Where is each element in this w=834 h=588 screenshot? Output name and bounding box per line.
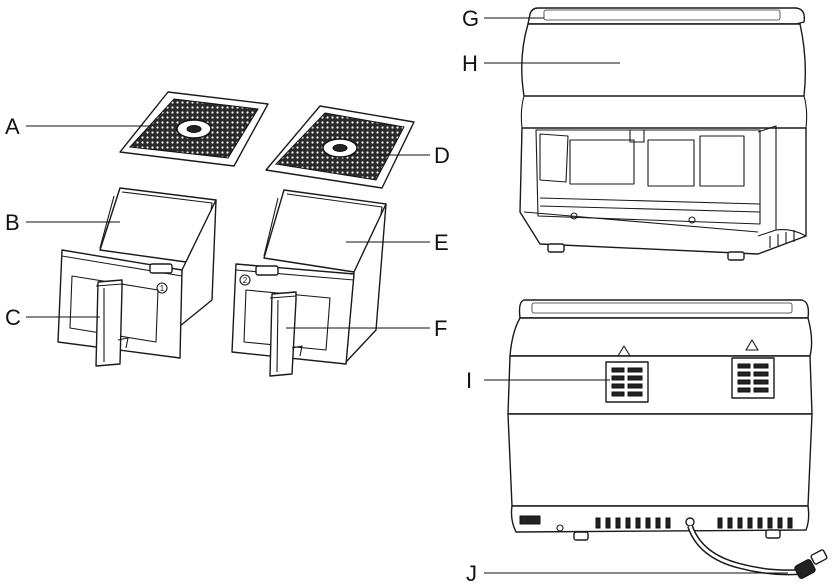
basket-marker-1 bbox=[156, 282, 168, 294]
callout-a: A bbox=[5, 114, 20, 139]
callout-j: J bbox=[466, 561, 477, 586]
air-vent-left bbox=[605, 361, 649, 403]
callout-g: G bbox=[462, 6, 479, 31]
basket-marker-1-label: 1 bbox=[160, 284, 165, 293]
air-fryer-rear-view bbox=[507, 299, 828, 579]
air-vent-right bbox=[731, 357, 775, 399]
air-fryer-front-view bbox=[519, 7, 808, 261]
callout-i: I bbox=[466, 368, 472, 393]
callout-b: B bbox=[5, 210, 20, 235]
callout-h: H bbox=[462, 51, 478, 76]
basket-left: 1 bbox=[57, 187, 217, 367]
basket-right: 2 bbox=[231, 189, 387, 377]
callout-c: C bbox=[5, 305, 21, 330]
crisper-plate-right bbox=[265, 105, 415, 189]
power-cord bbox=[687, 524, 828, 579]
crisper-plate-left bbox=[119, 91, 269, 167]
basket-marker-2-label: 2 bbox=[243, 276, 248, 285]
callout-e: E bbox=[434, 230, 449, 255]
callout-f: F bbox=[434, 316, 447, 341]
basket-marker-2 bbox=[239, 274, 251, 286]
callout-d: D bbox=[434, 143, 450, 168]
leader-lines bbox=[26, 17, 788, 574]
base-vents bbox=[519, 515, 793, 529]
